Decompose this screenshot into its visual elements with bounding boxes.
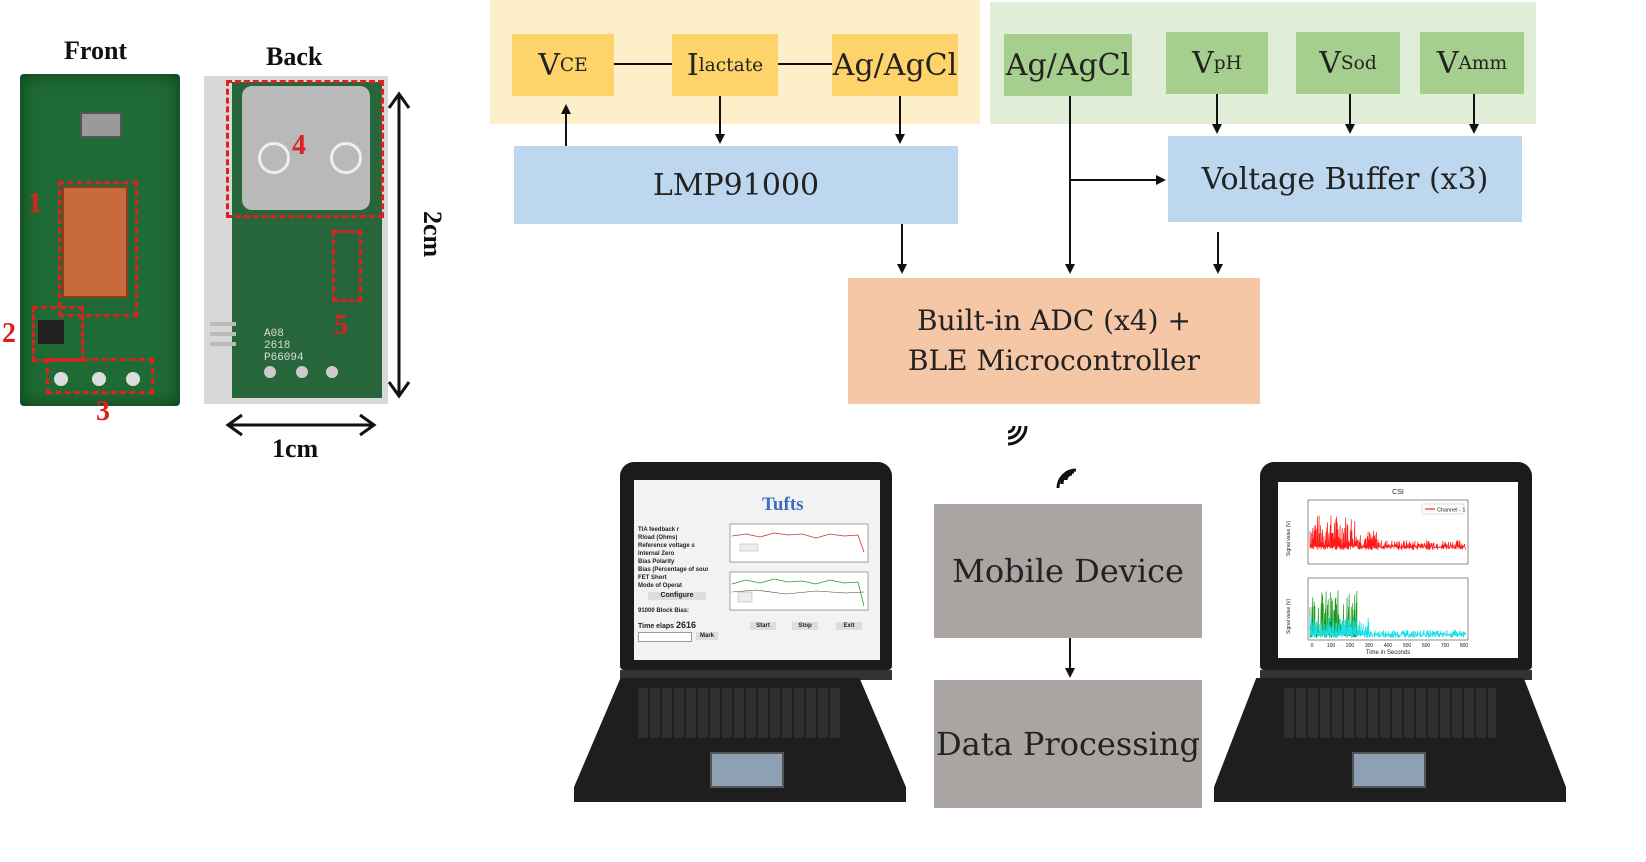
front-label: Front <box>64 36 128 65</box>
marker-box-4 <box>226 80 384 218</box>
cyan-signal-series <box>1309 616 1466 639</box>
adc-ble-block: Built-in ADC (x4) + BLE Microcontroller <box>848 278 1260 404</box>
pad-1 <box>54 372 68 386</box>
pad-3 <box>126 372 140 386</box>
scale-width-label: 1cm <box>272 434 319 463</box>
block-bias-label: 91000 Block Bias: <box>638 608 690 614</box>
tufts-logo: Tufts <box>762 494 804 515</box>
marker-1: 1 <box>28 188 42 219</box>
slide-switch <box>80 112 122 138</box>
marker-box-1 <box>58 181 138 317</box>
data-processing-block: Data Processing <box>934 680 1202 808</box>
mobile-device-block: Mobile Device <box>934 504 1202 638</box>
x-tick-label: 700 <box>1441 643 1450 649</box>
x-tick-label: 0 <box>1311 643 1314 649</box>
wireless-signal-icon <box>1007 425 1028 446</box>
red-signal-line <box>1309 515 1466 551</box>
wireless-receive-icon <box>1056 468 1077 489</box>
header-pins <box>210 322 236 352</box>
pcb-back-photo: A08 2618 P66094 <box>204 76 388 404</box>
x-axis-label: Time in Seconds <box>1366 650 1410 656</box>
pad-2 <box>92 372 106 386</box>
x-tick-label: 200 <box>1346 643 1355 649</box>
back-pad-1 <box>264 366 276 378</box>
pcb-front-photo <box>20 74 180 406</box>
voltage-buffer-block: Voltage Buffer (x3) <box>1168 136 1522 222</box>
svg-text:Channel - 1: Channel - 1 <box>1437 508 1465 514</box>
laptop-left-keyboard <box>638 688 842 738</box>
x-tick-label: 300 <box>1365 643 1374 649</box>
y-axis-label-top: Signal value (V) <box>1286 520 1292 556</box>
y-axis-label-bottom: Signal value (V) <box>1286 598 1292 634</box>
chart-title: CSI <box>1392 489 1404 496</box>
exit-button[interactable]: Exit <box>836 622 862 630</box>
start-button[interactable]: Start <box>750 622 776 630</box>
settings-fields: TIA feedback r Rload (Ohms) Reference vo… <box>638 527 708 589</box>
lmp91000-block: LMP91000 <box>514 146 958 224</box>
battery-clip-right <box>330 142 362 174</box>
laptop-right-touchpad[interactable] <box>1352 752 1426 788</box>
configure-button[interactable]: Configure <box>648 592 706 600</box>
laptop-left-hinge <box>620 670 892 680</box>
stop-button[interactable]: Stop <box>792 622 818 630</box>
laptop-left-touchpad[interactable] <box>710 752 784 788</box>
ic-chip <box>38 320 64 344</box>
laptop-left: Tufts TIA feedback r Rload (Ohms) Refere… <box>574 462 906 824</box>
chip-text: A08 2618 P66094 <box>264 328 304 364</box>
laptop-right-hinge <box>1260 670 1532 680</box>
time-elapsed: Time elaps 2616 <box>638 620 697 630</box>
agagcl-right-block: Ag/AgCl <box>1004 34 1132 96</box>
csi-signal-chart: CSI Channel - 1 0 100 200 300 400 500 600 700 80… <box>1286 489 1469 656</box>
mark-input[interactable] <box>638 632 692 642</box>
marker-box-3 <box>46 358 154 394</box>
mark-button[interactable]: Mark <box>696 632 718 640</box>
legend: Channel - 1 <box>1421 503 1465 515</box>
battery-clip-left <box>258 142 290 174</box>
laptop-left-screen: Tufts TIA feedback r Rload (Ohms) Refere… <box>634 480 880 660</box>
marker-3: 3 <box>96 396 110 427</box>
marker-box-5 <box>332 230 362 302</box>
x-tick-label: 500 <box>1403 643 1412 649</box>
x-tick-label: 600 <box>1422 643 1431 649</box>
agagcl-left-block: Ag/AgCl <box>832 34 958 96</box>
scale-arrows <box>225 91 411 437</box>
x-tick-labels: 0 100 200 300 400 500 600 700 800 <box>1311 643 1469 649</box>
x-tick-label: 100 <box>1327 643 1336 649</box>
x-tick-label: 800 <box>1460 643 1469 649</box>
laptop-right-keyboard <box>1284 688 1496 738</box>
laptop-right: CSI Channel - 1 0 100 200 300 400 500 600 700 80… <box>1214 462 1566 824</box>
red-signal-series <box>1309 515 1466 551</box>
x-tick-label: 400 <box>1384 643 1393 649</box>
marker-4: 4 <box>292 130 306 161</box>
cyan-signal-line <box>1309 616 1466 639</box>
back-pad-3 <box>326 366 338 378</box>
left-app-plots <box>729 523 869 611</box>
marker-5: 5 <box>334 310 348 341</box>
back-pad-2 <box>296 366 308 378</box>
marker-2: 2 <box>2 318 16 349</box>
ble-module <box>62 186 128 298</box>
back-label: Back <box>266 42 323 71</box>
